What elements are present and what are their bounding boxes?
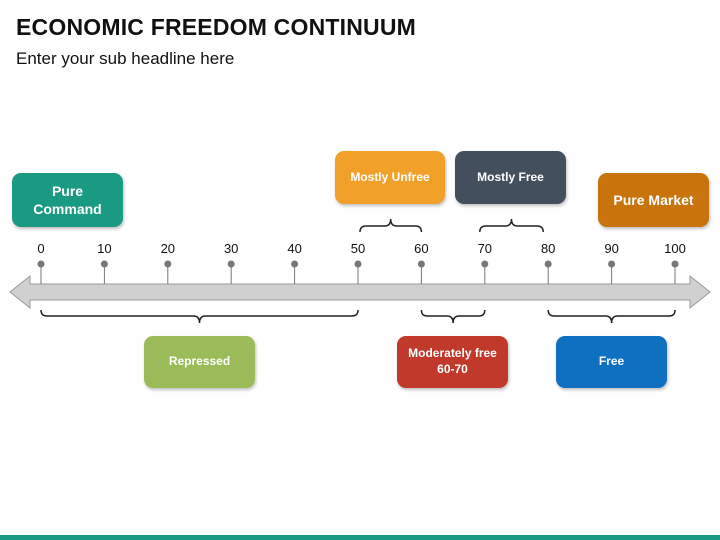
mostly-unfree-label: Mostly Unfree <box>350 169 430 184</box>
tick-label-60: 60 <box>414 241 429 256</box>
repressed-box: Repressed <box>144 336 255 388</box>
page-title: ECONOMIC FREEDOM CONTINUUM <box>16 14 417 40</box>
tick-dot-100 <box>671 260 679 268</box>
tick-dot-70 <box>481 260 489 268</box>
tick-label-100: 100 <box>664 241 686 256</box>
tick-dot-80 <box>544 260 552 268</box>
moderately-free-box: Moderately free 60-70 <box>397 336 508 388</box>
double-arrow <box>9 274 711 310</box>
mostly-free-label: Mostly Free <box>477 169 544 184</box>
mostly-unfree-bracket <box>359 218 423 233</box>
pure-command-box: Pure Command <box>12 173 123 227</box>
tick-dot-90 <box>608 260 616 268</box>
tick-dot-10 <box>100 260 108 268</box>
tick-label-0: 0 <box>37 241 45 256</box>
mostly-free-box: Mostly Free <box>455 151 566 204</box>
tick-label-80: 80 <box>540 241 556 256</box>
repressed-label: Repressed <box>168 354 231 369</box>
moderately-free-bracket <box>420 309 486 324</box>
tick-label-30: 30 <box>223 241 239 256</box>
free-bracket <box>547 309 676 324</box>
tick-label-70: 70 <box>477 241 493 256</box>
mostly-free-bracket <box>479 218 544 233</box>
tick-label-50: 50 <box>350 241 366 256</box>
mostly-unfree-box: Mostly Unfree <box>335 151 445 204</box>
tick-dot-40 <box>291 260 299 268</box>
tick-dot-30 <box>227 260 235 268</box>
pure-market-label: Pure Market <box>613 191 694 208</box>
tick-dot-0 <box>37 260 45 268</box>
pure-command-label: Pure Command <box>33 182 102 217</box>
tick-dots <box>37 260 679 284</box>
free-label: Free <box>598 354 625 369</box>
repressed-bracket <box>40 309 359 324</box>
moderately-free-label: Moderately free 60-70 <box>408 346 497 376</box>
tick-label-20: 20 <box>160 241 176 256</box>
range-brackets <box>40 218 676 324</box>
tick-dot-20 <box>164 260 172 268</box>
tick-label-10: 10 <box>97 241 112 256</box>
tick-label-40: 40 <box>287 241 302 256</box>
page-subtitle: Enter your sub headline here <box>16 49 235 68</box>
free-box: Free <box>556 336 667 388</box>
tick-dot-60 <box>417 260 425 268</box>
tick-dot-50 <box>354 260 362 268</box>
tick-label-90: 90 <box>604 241 619 256</box>
pure-market-box: Pure Market <box>598 173 709 227</box>
footer-accent-bar <box>0 535 720 540</box>
